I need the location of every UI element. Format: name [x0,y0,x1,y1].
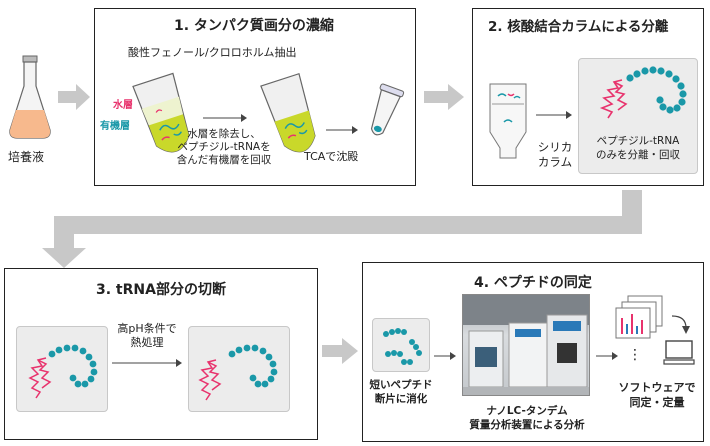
arrow-step3 [112,359,182,367]
step4-digest-panel [372,318,430,372]
arrow-step2-a [536,111,572,119]
peptidyl-trna-icon [599,66,687,119]
microtube-icon [370,83,405,136]
result-line1: ペプチジル-tRNA [596,135,680,147]
digest-line1: 短いペプチド [369,379,433,391]
desc-line2: ペプチジル-tRNAを [177,141,271,153]
step4-title: 4. ペプチドの同定 [474,275,592,291]
cleaved-peptide-icon [198,344,278,401]
digest-line2: 断片に消化 [374,393,428,405]
step3-condition: 高pH条件で 熱処理 [110,322,184,350]
extraction-label: 酸性フェノール/クロロホルム抽出 [128,46,297,59]
desc-line1: 水層を除去し、 [187,128,261,140]
step3-title: 3. tRNA部分の切断 [96,282,226,298]
curved-arrow-icon [671,315,690,334]
tca-label: TCAで沈殿 [304,150,359,163]
flask-icon [9,55,51,139]
cond-line2: 熱処理 [130,336,164,349]
step2-title: 2. 核酸結合カラムによる分離 [488,19,669,35]
silica-line2: カラム [537,155,573,169]
software-label: ソフトウェアで 同定・定量 [614,380,700,410]
desc-line3: 含んだ有機層を回収 [176,154,272,166]
tube-organic-icon [260,72,316,153]
computer-icon [663,340,695,365]
arrow-step4-a [434,352,456,360]
ms-line1: ナノLC-タンデム [486,405,568,417]
step1-description: 水層を除去し、 ペプチジル-tRNAを 含んだ有機層を回収 [176,128,272,167]
result-line2: のみを分離・回収 [596,149,680,161]
tube-icon [132,72,190,153]
digest-label: 短いペプチド 断片に消化 [364,378,438,406]
arrow-step1-to-step2 [424,84,464,110]
mass-spectrometer-image [462,294,590,396]
silica-label: シリカ カラム [530,140,580,170]
peptidyl-trna-before-icon [28,344,98,399]
step2-result-label: ペプチジル-tRNA のみを分離・回収 [580,134,696,162]
mass-spectrometer-icon [463,295,589,395]
peptide-fragments-icon [383,328,422,365]
step1-title: 1. タンパク質画分の濃縮 [174,18,334,34]
silica-column-icon [489,83,527,159]
ms-line2: 質量分析装置による分析 [469,419,585,431]
arrow-flask-to-step1 [58,84,90,110]
cond-line1: 高pH条件で [117,322,177,335]
arrow-step2-to-step3 [42,190,642,268]
arrow-step3-to-step4 [322,338,358,364]
arrow-step1-a [203,114,247,122]
organic-layer-label: 有機層 [100,121,130,132]
culture-flask [6,52,54,142]
water-layer-label: 水層 [113,100,133,111]
sw-line1: ソフトウェアで [618,381,696,394]
spectra-ellipsis: ⋮ [628,347,642,363]
silica-line1: シリカ [537,140,573,154]
flask-label: 培養液 [8,150,45,164]
sw-line2: 同定・定量 [629,396,685,409]
arrow-step1-b [326,126,358,134]
spectra-icon [615,295,663,339]
ms-label: ナノLC-タンデム 質量分析装置による分析 [446,404,608,432]
arrow-step4-b [596,352,618,360]
